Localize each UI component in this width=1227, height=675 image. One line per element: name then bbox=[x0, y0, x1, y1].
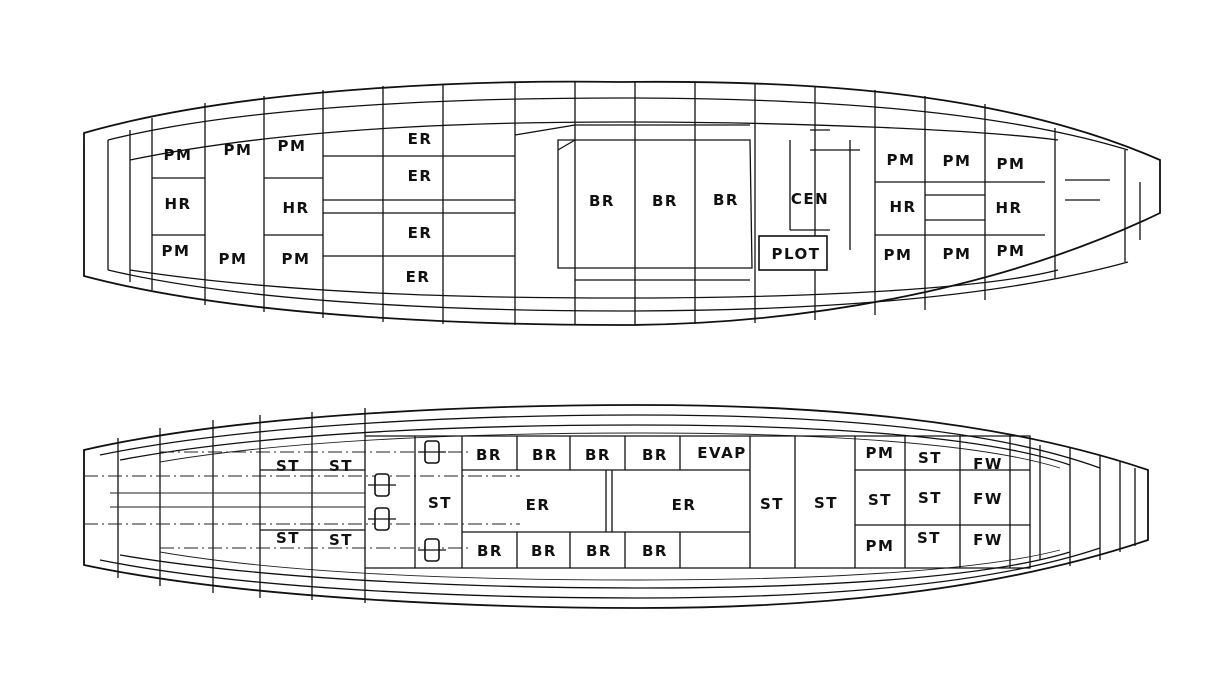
lower-label-br-6: BR bbox=[531, 542, 557, 560]
upper-label-er-4: ER bbox=[406, 268, 431, 286]
upper-label-pm-11: PM bbox=[943, 245, 972, 263]
upper-label-pm-12: PM bbox=[997, 242, 1026, 260]
lower-label-st-11: ST bbox=[917, 529, 941, 547]
lower-label-st-3: ST bbox=[428, 494, 452, 512]
lower-label-st-4: ST bbox=[276, 529, 300, 547]
upper-label-br-1: BR bbox=[589, 192, 615, 210]
lower-label-st-1: ST bbox=[276, 457, 300, 475]
lower-label-pm-2: PM bbox=[866, 537, 895, 555]
lower-label-st-6: ST bbox=[760, 495, 784, 513]
upper-label-hr-1: HR bbox=[164, 195, 191, 213]
upper-label-pm-9: PM bbox=[997, 155, 1026, 173]
lower-label-br-5: BR bbox=[477, 542, 503, 560]
lower-label-st-9: ST bbox=[868, 491, 892, 509]
upper-label-er-2: ER bbox=[408, 167, 433, 185]
upper-label-hr-3: HR bbox=[889, 198, 916, 216]
lower-label-st-2: ST bbox=[329, 457, 353, 475]
lower-label-br-2: BR bbox=[532, 446, 558, 464]
upper-label-pm-6: PM bbox=[282, 250, 311, 268]
lower-label-er-1: ER bbox=[526, 496, 551, 514]
upper-label-pm-3: PM bbox=[278, 137, 307, 155]
upper-label-pm-7: PM bbox=[887, 151, 916, 169]
lower-label-st-8: ST bbox=[918, 449, 942, 467]
upper-label-br-3: BR bbox=[713, 191, 739, 209]
upper-label-br-2: BR bbox=[652, 192, 678, 210]
upper-label-plot: PLOT bbox=[771, 245, 820, 263]
lower-label-st-7: ST bbox=[814, 494, 838, 512]
lower-label-br-4: BR bbox=[642, 446, 668, 464]
lower-label-fw-3: FW bbox=[973, 531, 1003, 549]
lower-label-br-7: BR bbox=[586, 542, 612, 560]
upper-label-pm-10: PM bbox=[884, 246, 913, 264]
upper-label-pm-2: PM bbox=[224, 141, 253, 159]
lower-label-st-5: ST bbox=[329, 531, 353, 549]
upper-label-hr-2: HR bbox=[282, 199, 309, 217]
upper-label-pm-8: PM bbox=[943, 152, 972, 170]
lower-label-br-3: BR bbox=[585, 446, 611, 464]
lower-label-br-8: BR bbox=[642, 542, 668, 560]
upper-label-er-1: ER bbox=[408, 130, 433, 148]
upper-deck-plan: PM PM PM HR HR PM PM PM ER ER ER ER BR B… bbox=[83, 80, 1161, 326]
lower-label-fw-1: FW bbox=[973, 455, 1003, 473]
upper-label-er-3: ER bbox=[408, 224, 433, 242]
upper-label-cen: CEN bbox=[791, 190, 829, 208]
upper-label-pm-5: PM bbox=[219, 250, 248, 268]
lower-label-br-1: BR bbox=[476, 446, 502, 464]
lower-label-st-10: ST bbox=[918, 489, 942, 507]
lower-label-evap: EVAP bbox=[697, 444, 746, 462]
lower-deck-plan: ST ST ST ST ST BR BR BR BR EVAP ER ER ST… bbox=[83, 404, 1149, 609]
upper-label-hr-4: HR bbox=[995, 199, 1022, 217]
upper-label-pm-1: PM bbox=[164, 146, 193, 164]
lower-label-pm-1: PM bbox=[866, 444, 895, 462]
upper-label-pm-4: PM bbox=[162, 242, 191, 260]
lower-label-fw-2: FW bbox=[973, 490, 1003, 508]
lower-label-er-2: ER bbox=[672, 496, 697, 514]
